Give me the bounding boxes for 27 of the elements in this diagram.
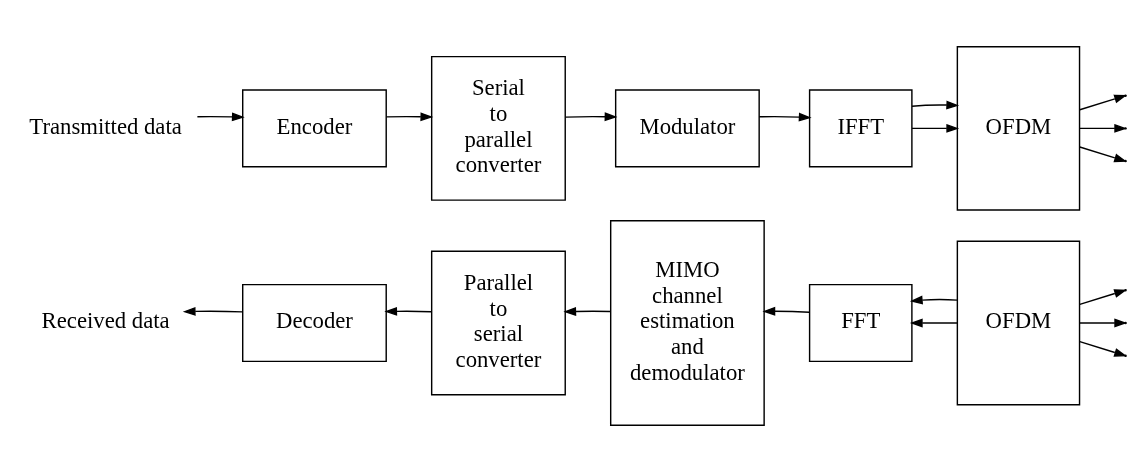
node-text: Received data xyxy=(41,308,170,334)
node-box: Serial to parallel converter xyxy=(430,55,566,201)
arrow xyxy=(385,112,434,122)
node-box: Encoder xyxy=(242,89,387,168)
arrow xyxy=(564,112,618,122)
node-box: MIMO channel estimation and demodulator xyxy=(610,220,765,427)
node-box: OFDM xyxy=(956,45,1081,211)
arrow xyxy=(182,306,244,316)
node-box: OFDM xyxy=(956,240,1081,406)
node-text: Transmitted data xyxy=(29,113,182,139)
arrow xyxy=(196,112,245,122)
arrow xyxy=(762,306,810,316)
arrow xyxy=(911,100,960,110)
node-box: Decoder xyxy=(242,283,387,363)
node-box: Modulator xyxy=(614,89,760,168)
node-box: Parallel to serial converter xyxy=(430,250,566,396)
arrow xyxy=(384,306,432,316)
node-box: FFT xyxy=(808,283,913,363)
arrow xyxy=(1079,340,1127,357)
arrow xyxy=(758,112,812,122)
arrow xyxy=(1079,94,1127,111)
arrow xyxy=(563,306,611,316)
arrow xyxy=(909,318,958,328)
arrow xyxy=(909,295,958,305)
node-box: IFFT xyxy=(808,89,913,168)
arrow xyxy=(911,123,960,133)
arrow xyxy=(1079,289,1127,306)
